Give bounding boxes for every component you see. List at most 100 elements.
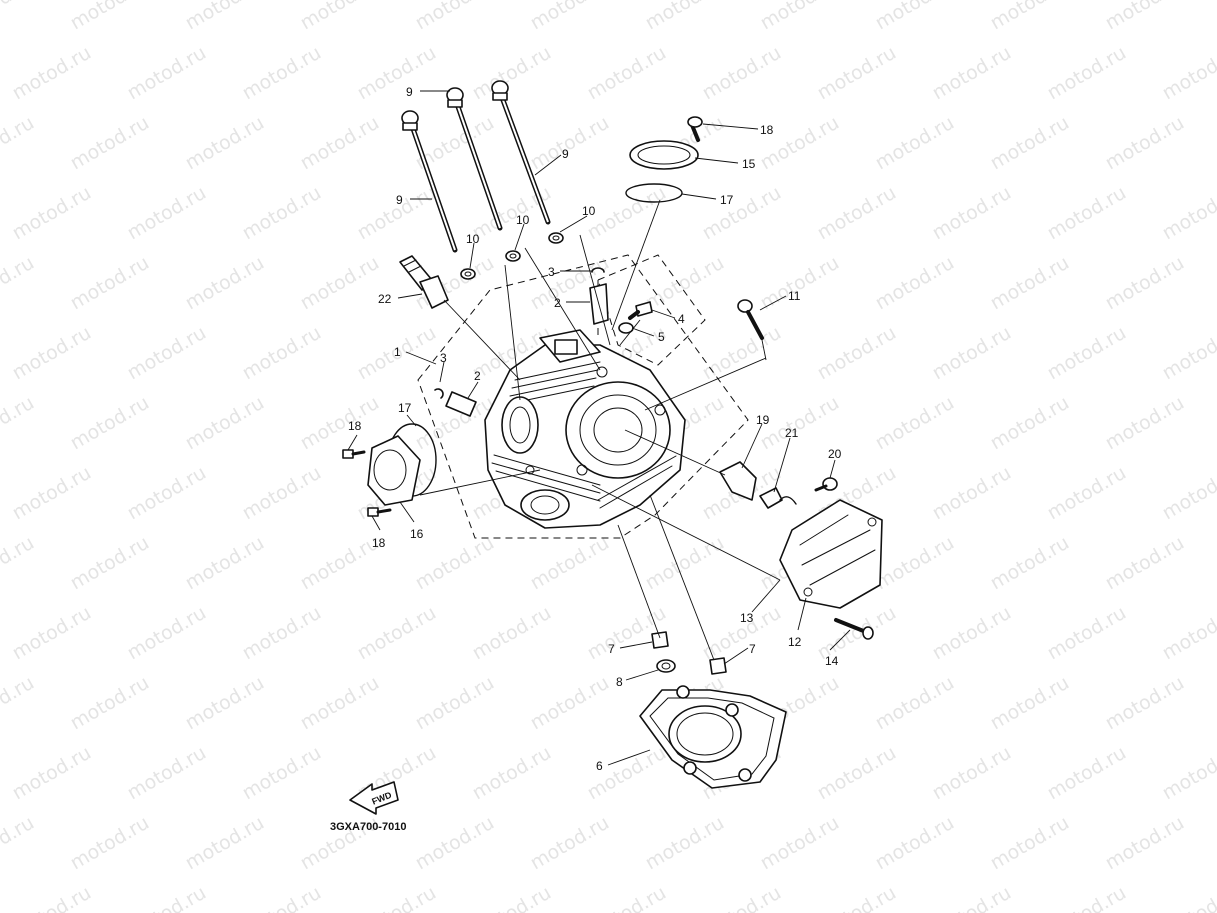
watermark-text: motod.ru <box>987 672 1073 735</box>
watermark-text: motod.ru <box>929 182 1015 245</box>
callout-10: 10 <box>466 232 480 246</box>
watermark-text: motod.ru <box>699 182 785 245</box>
watermark-text: motod.ru <box>67 532 153 595</box>
watermark-text: motod.ru <box>0 392 38 455</box>
watermark-text: motod.ru <box>354 882 440 913</box>
watermark-text: motod.ru <box>67 392 153 455</box>
callout-11: 11 <box>788 289 801 303</box>
watermark-text: motod.ru <box>9 462 95 525</box>
watermark-text: motod.ru <box>1102 252 1188 315</box>
callout-18: 18 <box>348 419 362 433</box>
watermark-text: motod.ru <box>929 602 1015 665</box>
watermark-text: motod.ru <box>814 882 900 913</box>
watermark-text: motod.ru <box>699 42 785 105</box>
watermark-text: motod.ru <box>297 532 383 595</box>
watermark-text: motod.ru <box>987 532 1073 595</box>
callout-18: 18 <box>760 123 774 137</box>
watermark-text: motod.ru <box>929 462 1015 525</box>
callout-labels: 9 9 9 10 10 10 3 3 2 2 22 1 4 5 11 18 15… <box>348 85 842 773</box>
washers-10 <box>460 232 564 280</box>
watermark-text: motod.ru <box>642 812 728 875</box>
clips <box>434 267 605 399</box>
watermark-text: motod.ru <box>239 882 325 913</box>
watermark-text: motod.ru <box>1159 182 1217 245</box>
watermark-text: motod.ru <box>297 0 383 34</box>
watermark-text: motod.ru <box>412 672 498 735</box>
watermark-text: motod.ru <box>1102 0 1188 34</box>
callout-13: 13 <box>740 611 754 625</box>
watermark-text: motod.ru <box>239 742 325 805</box>
watermark-text: motod.ru <box>124 322 210 385</box>
long-bolts <box>401 80 551 253</box>
watermark-text: motod.ru <box>469 42 555 105</box>
watermark-text: motod.ru <box>412 812 498 875</box>
watermark-text: motod.ru <box>354 602 440 665</box>
watermark-text: motod.ru <box>872 252 958 315</box>
watermark-text: motod.ru <box>584 42 670 105</box>
callout-20: 20 <box>828 447 842 461</box>
watermark-text: motod.ru <box>814 42 900 105</box>
watermark-text: motod.ru <box>0 252 38 315</box>
watermark-text: motod.ru <box>239 602 325 665</box>
watermark-text: motod.ru <box>124 602 210 665</box>
watermark-text: motod.ru <box>1159 602 1217 665</box>
cooling-fins <box>491 361 677 509</box>
watermark-text: motod.ru <box>1044 742 1130 805</box>
watermark-text: motod.ru <box>9 742 95 805</box>
watermark-text: motod.ru <box>814 742 900 805</box>
watermark-text: motod.ru <box>9 602 95 665</box>
tappet-cover-top <box>625 116 703 203</box>
callout-17: 17 <box>720 193 734 207</box>
watermark-text: motod.ru <box>9 182 95 245</box>
watermark-text: motod.ru <box>527 672 613 735</box>
watermark-text: motod.ru <box>527 532 613 595</box>
diagram-code: 3GXA700-7010 <box>330 821 406 833</box>
watermark-text: motod.ru <box>872 672 958 735</box>
callout-1: 1 <box>394 345 401 359</box>
watermark-text: motod.ru <box>9 42 95 105</box>
callout-15: 15 <box>742 157 756 171</box>
watermark-text: motod.ru <box>412 0 498 34</box>
watermark-text: motod.ru <box>239 42 325 105</box>
watermark-text: motod.ru <box>1159 42 1217 105</box>
watermark-text: motod.ru <box>1159 742 1217 805</box>
watermark-text: motod.ru <box>872 392 958 455</box>
watermark-text: motod.ru <box>354 42 440 105</box>
callout-19: 19 <box>756 413 770 427</box>
watermark-text: motod.ru <box>1044 462 1130 525</box>
watermark-text: motod.ru <box>297 252 383 315</box>
watermark-text: motod.ru <box>182 672 268 735</box>
watermark-text: motod.ru <box>1044 882 1130 913</box>
fwd-arrow-icon: FWD <box>349 781 399 815</box>
bolt-4-washer-5 <box>618 301 653 334</box>
watermark-text: motod.ru <box>527 812 613 875</box>
watermark-text: motod.ru <box>1102 532 1188 595</box>
watermark-text: motod.ru <box>1102 392 1188 455</box>
spark-plug <box>399 255 449 309</box>
watermark-text: motod.ru <box>124 42 210 105</box>
callout-12: 12 <box>788 635 802 649</box>
watermark-text: motod.ru <box>1159 882 1217 913</box>
side-cover-right <box>719 461 883 640</box>
watermark-text: motod.ru <box>469 742 555 805</box>
watermark-text: motod.ru <box>469 602 555 665</box>
watermark-text: motod.ru <box>527 112 613 175</box>
watermark-text: motod.ru <box>124 182 210 245</box>
callout-21: 21 <box>785 426 799 440</box>
callout-6: 6 <box>596 759 603 773</box>
watermark-text: motod.ru <box>872 812 958 875</box>
watermark-text: motod.ru <box>239 322 325 385</box>
watermark-text: motod.ru <box>239 182 325 245</box>
watermark-text: motod.ru <box>67 112 153 175</box>
watermark-text: motod.ru <box>182 532 268 595</box>
watermark-text: motod.ru <box>0 532 38 595</box>
watermark-text: motod.ru <box>1044 42 1130 105</box>
watermark-text: motod.ru <box>872 532 958 595</box>
watermark-text: motod.ru <box>987 0 1073 34</box>
watermark-text: motod.ru <box>814 322 900 385</box>
watermark-text: motod.ru <box>182 112 268 175</box>
watermark-text: motod.ru <box>757 112 843 175</box>
watermark-text: motod.ru <box>1044 182 1130 245</box>
